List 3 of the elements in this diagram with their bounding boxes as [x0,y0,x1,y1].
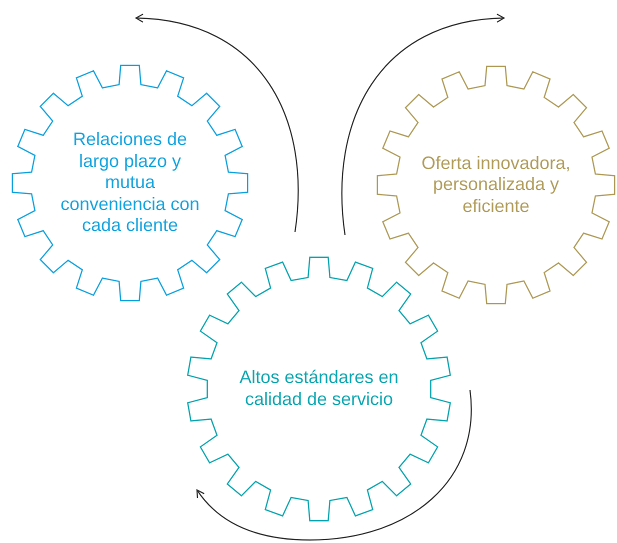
gear-label: Relaciones de largo plazo y mutua conveniencia con cada cliente [59,129,201,237]
gear-label: Altos estándares en calidad de servicio [239,367,399,411]
gear-label: Oferta innovadora, personalizada y eficiente [420,152,572,218]
